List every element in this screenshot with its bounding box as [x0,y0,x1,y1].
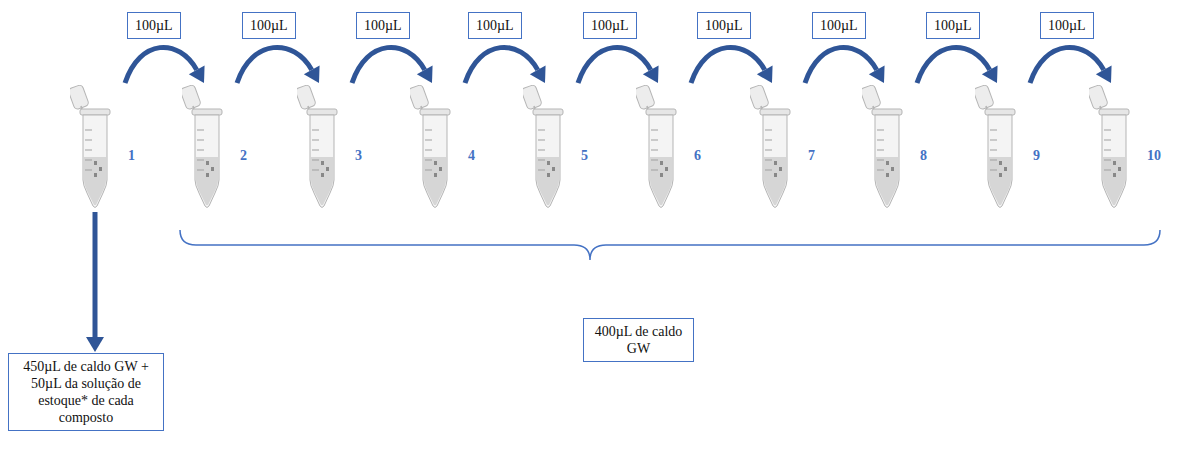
tube-drawing [523,85,573,210]
transfer-arrow [465,47,546,83]
transfer-arrow [237,47,320,83]
tube-number: 10 [1147,148,1161,164]
transfer-arrow [805,47,885,83]
tube-number: 3 [355,148,362,164]
volume-box: 100µL [1040,12,1094,39]
transfer-arrow [86,212,104,352]
box-text: 100µL [591,17,629,34]
tube-number: 4 [468,148,475,164]
arrow-line [125,47,197,83]
box-text: 100µL [820,17,858,34]
transfer-arrow [352,47,433,83]
curly-bracket [180,230,1160,260]
transfer-arrow [691,47,773,83]
tube-drawing [410,85,460,210]
tube-drawing [1089,85,1139,210]
tube: 9 [975,85,1055,210]
arrowhead [304,66,320,83]
arrow-line [352,47,425,83]
tube: 10 [1089,85,1169,210]
arrowhead [757,66,773,83]
tube: 6 [636,85,716,210]
volume-box: 100µL [468,12,522,39]
transfer-arrow [578,47,659,83]
arrowhead [417,66,433,83]
transfer-arrow [125,47,205,83]
volume-box: 100µL [926,12,980,39]
tube-number: 1 [128,148,135,164]
tube-drawing [862,85,912,210]
volume-box: 100µL [812,12,866,39]
tube-drawing [750,85,800,210]
tube-drawing [975,85,1025,210]
tube-number: 6 [694,148,701,164]
arrowhead [530,66,546,83]
box-text: 100µL [1048,17,1086,34]
tube-number: 9 [1033,148,1040,164]
tube-drawing [70,85,120,210]
box-text: 400µL de caldo GW [591,323,686,357]
tube-number: 2 [240,148,247,164]
volume-box: 100µL [127,12,181,39]
broth-box: 400µL de caldo GW [583,318,694,362]
arrow-line [805,47,877,83]
arrowhead [982,66,998,83]
tube-drawing [636,85,686,210]
arrowhead [643,66,659,83]
arrow-line [465,47,538,83]
tube-number: 5 [581,148,588,164]
tube: 7 [750,85,830,210]
arrow-line [578,47,651,83]
box-text: 100µL [934,17,972,34]
arrowhead [86,337,104,352]
arrow-line [917,47,990,83]
tube: 2 [182,85,262,210]
arrowhead [869,66,885,83]
arrowhead [189,66,205,83]
arrow-line [237,47,312,83]
volume-box: 100µL [697,12,751,39]
volume-box: 100µL [583,12,637,39]
transfer-arrow [1030,47,1112,83]
tube: 3 [297,85,377,210]
arrow-line [93,212,98,337]
volume-box: 100µL [356,12,410,39]
tube: 5 [523,85,603,210]
tube-drawing [182,85,232,210]
box-text: 100µL [364,17,402,34]
tube-drawing [297,85,347,210]
box-text: 100µL [705,17,743,34]
box-text: 100µL [250,17,288,34]
tube-number: 8 [920,148,927,164]
composition-box: 450µL de caldo GW + 50µL da solução de e… [8,353,164,431]
arrowhead [1096,66,1112,83]
arrow-line [1030,47,1104,83]
volume-box: 100µL [242,12,296,39]
tube: 4 [410,85,490,210]
tube: 1 [70,85,150,210]
box-text: 100µL [476,17,514,34]
arrow-line [691,47,765,83]
transfer-arrow [917,47,998,83]
tube: 8 [862,85,942,210]
tube-number: 7 [808,148,815,164]
box-text: 100µL [135,17,173,34]
box-text: 450µL de caldo GW + 50µL da solução de e… [16,358,156,426]
